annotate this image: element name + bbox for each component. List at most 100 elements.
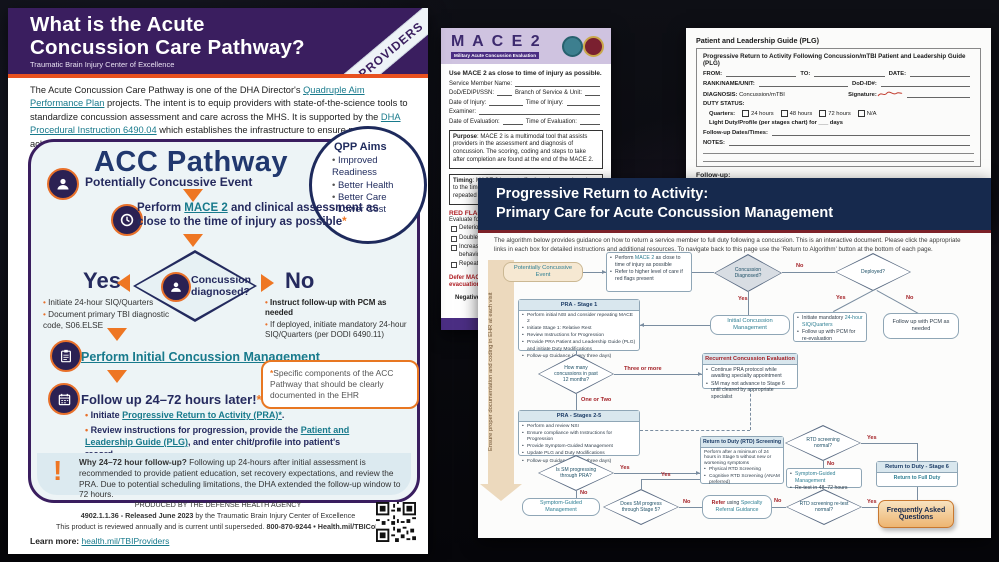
qpp-aim-item: Improved Readiness [332, 155, 424, 180]
pra-title-line1: Progressive Return to Activity: [496, 186, 709, 202]
node-initial-concussion-management[interactable]: Initial Concussion Management [710, 315, 790, 335]
stages25-header: PRA - Stages 2-5 [519, 411, 639, 422]
node-text: as close to time of injury as possible [615, 255, 681, 268]
diamond-label: Does SM progress through Stage 5? [620, 501, 662, 513]
node-symptom-guided-management[interactable]: Symptom-Guided Management [522, 498, 600, 516]
poster-header: What is the Acute Concussion Care Pathwa… [8, 8, 428, 78]
node-label: Follow up with PCM as needed [892, 319, 950, 332]
connector-line [576, 394, 577, 410]
node-text: Initiate mandatory [802, 315, 845, 321]
node-pcm-followup[interactable]: Follow up with PCM as needed [883, 313, 959, 339]
diamond-rtd-normal[interactable]: RTD screening normal? [785, 425, 861, 461]
specialty-referral-link[interactable]: Specialty Referral Guidance [715, 500, 763, 513]
learn-link[interactable]: health.mil/TBIProviders [81, 536, 170, 546]
field-line [728, 139, 970, 146]
dha-pi-link[interactable]: DHA Procedural Instruction 6490.04 [30, 111, 401, 136]
field-label: DoD-ID#: [852, 81, 877, 87]
node-specialty-referral[interactable]: Refer using Specialty Referral Guidance [702, 495, 772, 519]
pra-intro: The algorithm below provides guidance on… [494, 237, 961, 253]
node-bullet: Perform and review NSI [522, 424, 636, 430]
diamond-concussion-diagnosed[interactable]: Concussion Diagnosed? [714, 254, 782, 292]
yes-label: Yes [661, 472, 671, 478]
step-perform-mace2: Perform MACE 2 and clinical assessment a… [137, 202, 387, 230]
node-retest[interactable]: Symptom-Guided Management Re-test in 48–… [786, 468, 862, 491]
connector-line [614, 374, 702, 375]
down-arrow-icon [107, 370, 127, 383]
node-siq-quarters[interactable]: Initiate mandatory 24-hour SIQ/Quarters … [793, 312, 867, 342]
checkbox [780, 110, 788, 117]
field-label: DATE: [888, 71, 907, 77]
pra-document: Progressive Return to Activity: Primary … [478, 178, 991, 538]
diamond-stage5-progress[interactable]: Does SM progress through Stage 5? [603, 489, 679, 525]
node-pra-stage1[interactable]: PRA - Stage 1 Perform initial NSI and co… [518, 299, 640, 360]
faq-button[interactable]: Frequently Asked Questions [878, 500, 954, 528]
bullet-text: Initiate [90, 410, 123, 420]
node-bullet: Perform MACE 2 as close to time of injur… [610, 255, 688, 268]
field-label: Follow-up Dates/Times: [703, 130, 768, 136]
field-label: DUTY STATUS: [703, 101, 745, 107]
mace2-use-line: Use MACE 2 as close to time of injury as… [449, 70, 602, 77]
connector-line [679, 507, 702, 508]
no-label: No [285, 268, 315, 293]
diamond-concussion-count[interactable]: How many concussions in past 12 months? [538, 354, 614, 394]
dashed-connector [750, 389, 751, 430]
footer-line1: PRODUCED BY THE DEFENSE HEALTH AGENCY [134, 500, 302, 509]
node-bullet: Ensure compliance with Instructions for … [522, 431, 636, 443]
field-label: Signature: [848, 92, 877, 98]
initial-concussion-management-link[interactable]: Perform Initial Concussion Management [81, 350, 320, 364]
no-label: No [774, 498, 782, 504]
node-bullet: Re-test in 48–72 hours [790, 485, 858, 492]
yes-label: Yes [867, 499, 877, 505]
plg-form: Progressive Return to Activity Following… [696, 48, 981, 167]
connector-line [576, 351, 577, 354]
connector-line [583, 272, 606, 273]
diamond-rtd-retest-normal[interactable]: RTD screening re-test normal? [786, 489, 862, 525]
refer-bold: Refer [711, 500, 726, 507]
arrowhead-icon [696, 470, 700, 475]
checkbox-label: 24 hours [751, 111, 774, 117]
node-potentially-concussive-event[interactable]: Potentially Concussive Event [503, 262, 583, 282]
footer-line2: 4902.1.1.36 - Released June 2023 by the … [8, 511, 428, 522]
pra-header: Progressive Return to Activity: Primary … [478, 178, 991, 233]
poster-subtitle: Traumatic Brain Injury Center of Excelle… [30, 60, 175, 69]
diamond-deployed[interactable]: Deployed? [835, 253, 911, 291]
node-pra-stages-2-5[interactable]: PRA - Stages 2-5 Perform and review NSI … [518, 410, 640, 465]
plg-link[interactable]: Patient and Leadership Guide (PLG) [85, 424, 350, 447]
siq-link[interactable]: 24-hour SIQ/Quarters [802, 315, 863, 328]
field-line [906, 91, 971, 98]
mace2-link[interactable]: MACE 2 [634, 255, 655, 261]
node-return-to-duty-stage6[interactable]: Return to Duty - Stage 6 Return to Full … [876, 461, 958, 487]
node-bullet: Provide Symptom-Guided Management [522, 444, 636, 450]
diamond-sm-progressing[interactable]: Is SM progressing through PRA? [538, 455, 614, 491]
mace2-header-band: M A C E 2 Military Acute Concussion Eval… [441, 28, 611, 64]
field-line [771, 129, 970, 136]
tbicoe-seal-icon [583, 36, 604, 57]
footer-bold: 800-870-9244 • Health.mil/TBICoE [266, 521, 381, 531]
asterisk: * [270, 368, 274, 378]
left-arrow-icon [117, 274, 130, 292]
sgm-link[interactable]: Symptom-Guided Management [795, 471, 836, 484]
node-perform-mace2[interactable]: Perform MACE 2 as close to time of injur… [606, 252, 692, 292]
followup-heading: Follow-up: [696, 172, 731, 179]
three-or-more-label: Three or more [624, 366, 662, 372]
connector-line [640, 325, 710, 326]
field-line [497, 90, 512, 96]
pra-link[interactable]: Progressive Return to Activity (PRA)* [122, 410, 282, 420]
documentation-arrow: Ensure proper documentation and coding i… [488, 260, 514, 484]
diamond-label: RTD screening normal? [806, 437, 840, 449]
qapp-link[interactable]: Quadruple Aim Performance Plan [30, 85, 365, 109]
node-bullet: Follow up with PCM for re-evaluation [797, 329, 863, 342]
stage1-header: PRA - Stage 1 [519, 300, 639, 311]
node-recurrent-concussion-evaluation[interactable]: Recurrent Concussion Evaluation Continue… [702, 353, 798, 400]
notes-line [703, 154, 974, 162]
node-rtd-screening[interactable]: Return to Duty (RTD) Screening Perform a… [700, 436, 784, 485]
followup-title: Follow up 24–72 hours later! [81, 392, 257, 407]
field-line [515, 81, 600, 87]
mace2-link[interactable]: MACE 2 [184, 202, 228, 214]
footer-text: This product is reviewed annually and is… [55, 521, 267, 531]
clipboard-icon [50, 340, 82, 372]
node-label: Potentially Concussive Event [513, 264, 573, 278]
connector-line [861, 443, 917, 444]
diamond-label: Is SM progressing through PRA? [555, 467, 597, 479]
